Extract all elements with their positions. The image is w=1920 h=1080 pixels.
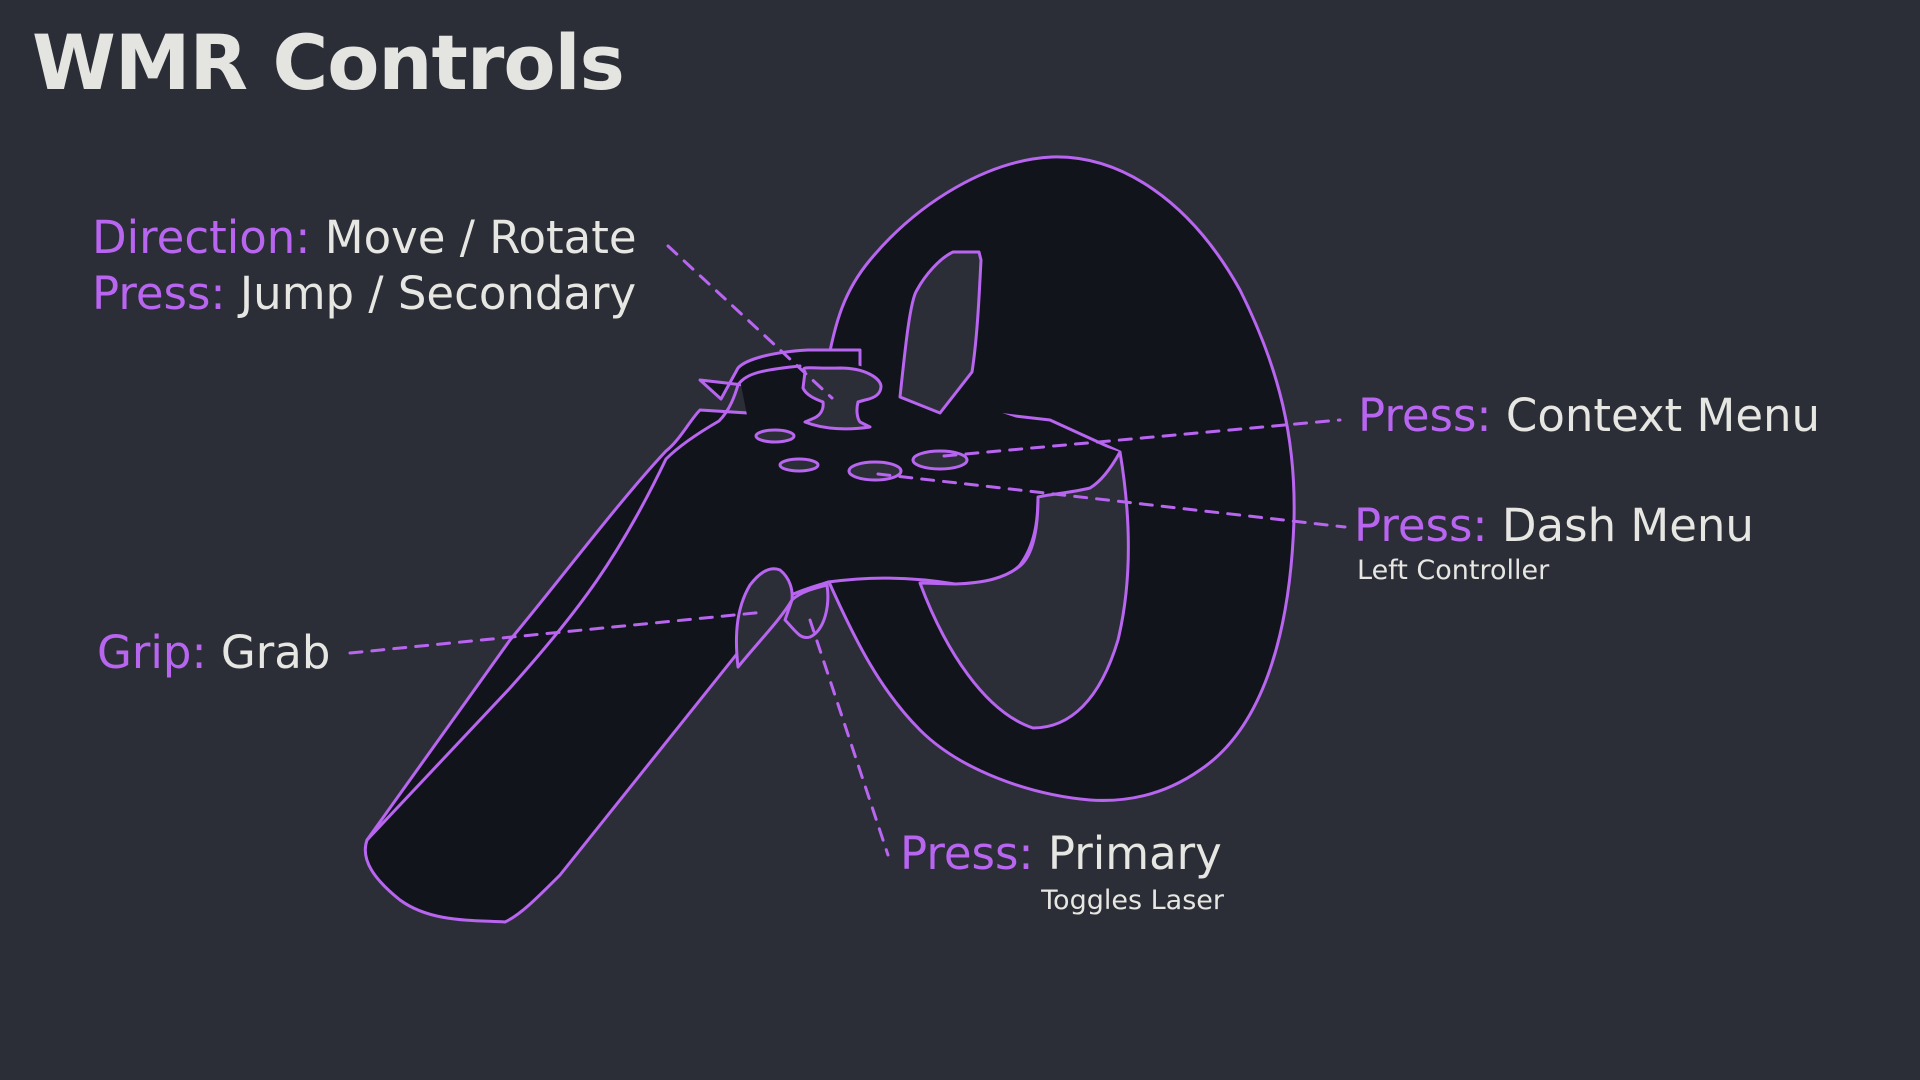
callout-menu: [942, 418, 1342, 458]
callout-grip: [348, 610, 767, 655]
windows-button-note: Left Controller: [1357, 555, 1550, 586]
label-key: Press:: [1354, 499, 1488, 552]
button-small-1: [754, 428, 796, 444]
menu-button-label: Press: Context Menu: [1358, 388, 1820, 444]
label-key: Press:: [92, 267, 226, 320]
page-title: WMR Controls: [32, 18, 625, 107]
label-value: Context Menu: [1505, 389, 1821, 442]
thumbstick-press-label: Press: Jump / Secondary: [92, 266, 636, 322]
label-value: Dash Menu: [1501, 499, 1754, 552]
grip-button: [734, 567, 794, 669]
label-key: Press:: [1358, 389, 1492, 442]
label-key: Press:: [900, 827, 1034, 880]
windows-button-label: Press: Dash Menu: [1354, 498, 1754, 554]
callout-lines: [348, 244, 1347, 857]
ring-inner-hole: [918, 450, 1130, 730]
callout-thumbstick: [666, 244, 834, 400]
label-key: Direction:: [92, 211, 311, 264]
label-value: Grab: [220, 626, 331, 679]
trigger-label: Press: Primary: [900, 826, 1222, 882]
trigger-note: Toggles Laser: [1041, 885, 1224, 916]
ring-slot: [898, 250, 983, 415]
label-value: Jump / Secondary: [239, 267, 637, 320]
windows-button: [847, 460, 903, 482]
thumbstick: [801, 366, 883, 431]
trigger: [783, 583, 830, 640]
label-key: Grip:: [97, 626, 207, 679]
menu-button: [911, 449, 969, 471]
grip-label: Grip: Grab: [97, 625, 330, 681]
button-small-2: [778, 457, 820, 473]
label-value: Move / Rotate: [324, 211, 637, 264]
label-value: Primary: [1047, 827, 1222, 880]
handle-outline: [365, 364, 802, 842]
callout-windows: [876, 472, 1347, 529]
thumbstick-direction-label: Direction: Move / Rotate: [92, 210, 637, 266]
callout-trigger: [808, 618, 890, 857]
